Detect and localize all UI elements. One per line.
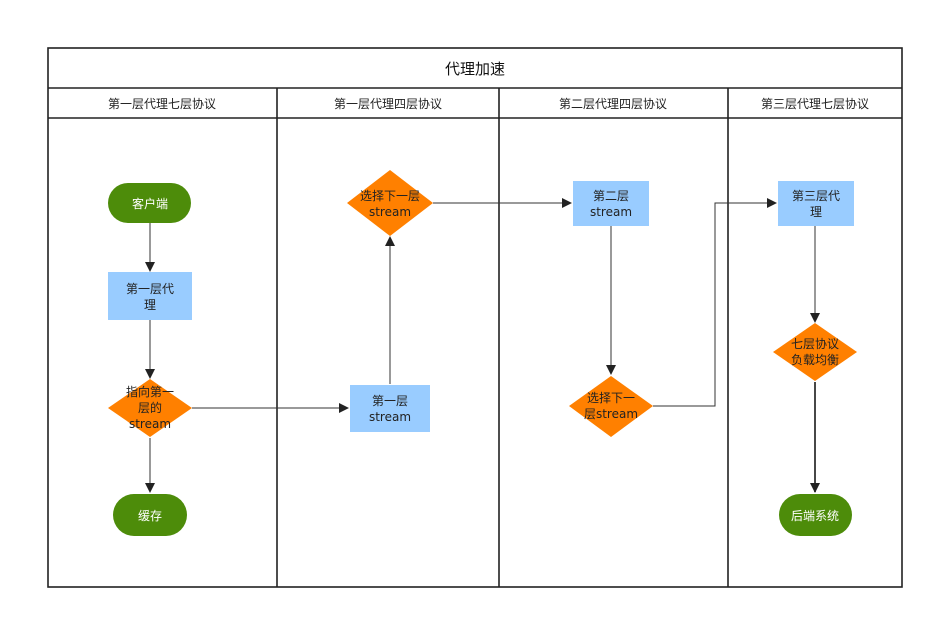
node-label: 负载均衡 (791, 353, 839, 367)
terminal-cache (113, 494, 187, 536)
node-label: 选择下一 (587, 391, 635, 405)
terminal-backend (779, 494, 852, 536)
node-label: stream (590, 205, 632, 219)
node-label: stream (369, 410, 411, 424)
node-label: 第三层代 (792, 189, 840, 203)
lane-header: 第三层代理七层协议 (761, 96, 869, 111)
node-label: 理 (144, 298, 156, 312)
lane-header: 第一层代理四层协议 (334, 96, 442, 111)
edges (145, 198, 820, 493)
node-label: 后端系统 (791, 509, 839, 523)
edge-select2-to-layer3-proxy (653, 198, 777, 407)
decision-select-next-stream-2 (569, 376, 653, 437)
process-layer1-proxy (108, 272, 192, 320)
decision-point-first-stream (108, 379, 192, 437)
node-label: 缓存 (138, 509, 162, 523)
swimlane-frame (47, 47, 903, 588)
node-label: 选择下一层 (360, 189, 420, 203)
terminal-client (108, 183, 191, 223)
node-label: 第一层代 (126, 282, 174, 296)
lane-header: 第二层代理四层协议 (559, 96, 667, 111)
node-label: 层stream (584, 407, 638, 421)
node-label: 指向第一 (126, 384, 174, 399)
node-label: stream (369, 205, 411, 219)
node-label: 七层协议 (791, 336, 839, 351)
process-layer2-stream (573, 181, 649, 226)
node-label: 第一层 (372, 394, 408, 408)
node-label: 客户端 (132, 196, 168, 211)
node-label: stream (129, 417, 171, 431)
decision-select-next-stream-1 (347, 170, 433, 236)
node-label: 理 (810, 205, 822, 219)
node-label: 第二层 (593, 189, 629, 203)
diagram-title: 代理加速 (445, 60, 505, 78)
process-layer3-proxy (778, 181, 854, 226)
lane-header: 第一层代理七层协议 (108, 96, 216, 111)
nodes: 客户端 第一层代 理 指向第一 层的 stream 缓存 第一层 stream … (108, 170, 857, 536)
node-label: 层的 (138, 400, 162, 415)
process-layer1-stream (350, 385, 430, 432)
decision-l7-load-balance (773, 323, 857, 381)
outer-border (47, 47, 903, 588)
